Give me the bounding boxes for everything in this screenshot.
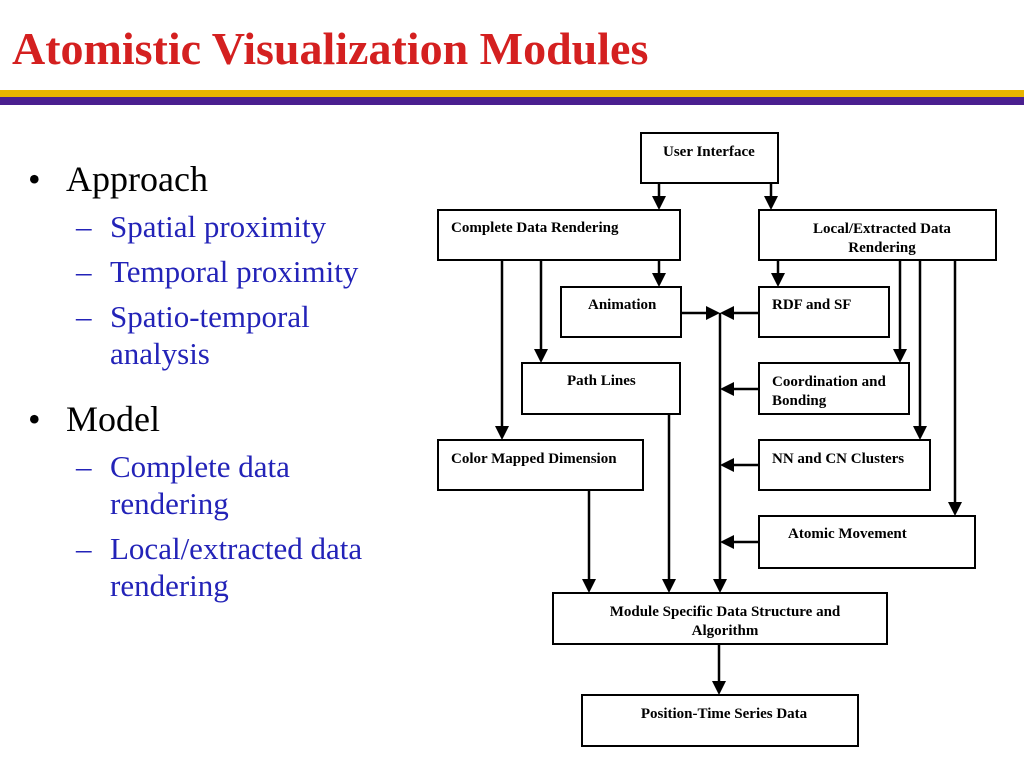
label-coordination-line1: Coordination and — [772, 374, 886, 390]
dash-icon: – — [76, 299, 92, 334]
sub-bullet: – Spatial proximity — [28, 208, 408, 245]
box-nn-cn-clusters — [758, 439, 931, 491]
label-local-extracted-line1: Local/Extracted Data — [813, 221, 951, 237]
slide-title: Atomistic Visualization Modules — [12, 23, 649, 74]
box-animation — [560, 286, 682, 338]
sub-bullet: – Spatio-temporal analysis — [28, 298, 408, 372]
connector-arrows — [495, 183, 962, 695]
label-complete-data-rendering: Complete Data Rendering — [451, 220, 619, 236]
title-rule-purple — [0, 97, 1024, 105]
box-color-mapped-dimension — [437, 439, 644, 491]
sub-bullet: – Local/extracted data rendering — [28, 530, 408, 604]
bullet-label: Model — [66, 399, 160, 439]
bullet-list: • Approach – Spatial proximity – Tempora… — [28, 158, 408, 604]
sub-bullet-label: Local/extracted data rendering — [110, 531, 363, 603]
dash-icon: – — [76, 449, 92, 484]
label-position-time-series: Position-Time Series Data — [641, 706, 808, 722]
label-coordination-line2: Bonding — [772, 393, 827, 409]
box-atomic-movement — [758, 515, 976, 569]
sub-bullet: – Temporal proximity — [28, 253, 408, 290]
box-module-specific — [552, 592, 888, 645]
box-complete-data-rendering — [437, 209, 681, 261]
sub-bullet: – Complete data rendering — [28, 448, 408, 522]
box-position-time-series — [581, 694, 859, 747]
bullet-dot-icon: • — [28, 159, 41, 199]
box-user-interface — [640, 132, 779, 184]
label-rdf-sf: RDF and SF — [772, 297, 851, 313]
dash-icon: – — [76, 254, 92, 289]
sub-bullet-label: Temporal proximity — [110, 254, 359, 289]
box-local-extracted-rendering — [758, 209, 997, 261]
label-color-mapped-dimension: Color Mapped Dimension — [451, 451, 617, 467]
bullet-label: Approach — [66, 159, 208, 199]
label-local-extracted-line2: Rendering — [848, 240, 916, 256]
box-rdf-sf — [758, 286, 890, 338]
bullet-approach: • Approach — [28, 158, 408, 200]
label-module-specific-line1: Module Specific Data Structure and — [610, 604, 841, 620]
label-animation: Animation — [588, 297, 657, 313]
bullet-model: • Model — [28, 398, 408, 440]
label-path-lines: Path Lines — [567, 373, 636, 389]
sub-bullet-label: Complete data rendering — [110, 449, 290, 521]
label-user-interface: User Interface — [663, 144, 755, 160]
title-rule-gold — [0, 90, 1024, 97]
sub-bullet-label: Spatial proximity — [110, 209, 327, 244]
label-nn-cn-clusters: NN and CN Clusters — [772, 451, 904, 467]
label-atomic-movement: Atomic Movement — [788, 526, 907, 542]
dash-icon: – — [76, 209, 92, 244]
sub-bullet-label: Spatio-temporal analysis — [110, 299, 310, 371]
label-module-specific-line2: Algorithm — [692, 623, 759, 639]
dash-icon: – — [76, 531, 92, 566]
box-path-lines — [521, 362, 681, 415]
bullet-dot-icon: • — [28, 399, 41, 439]
